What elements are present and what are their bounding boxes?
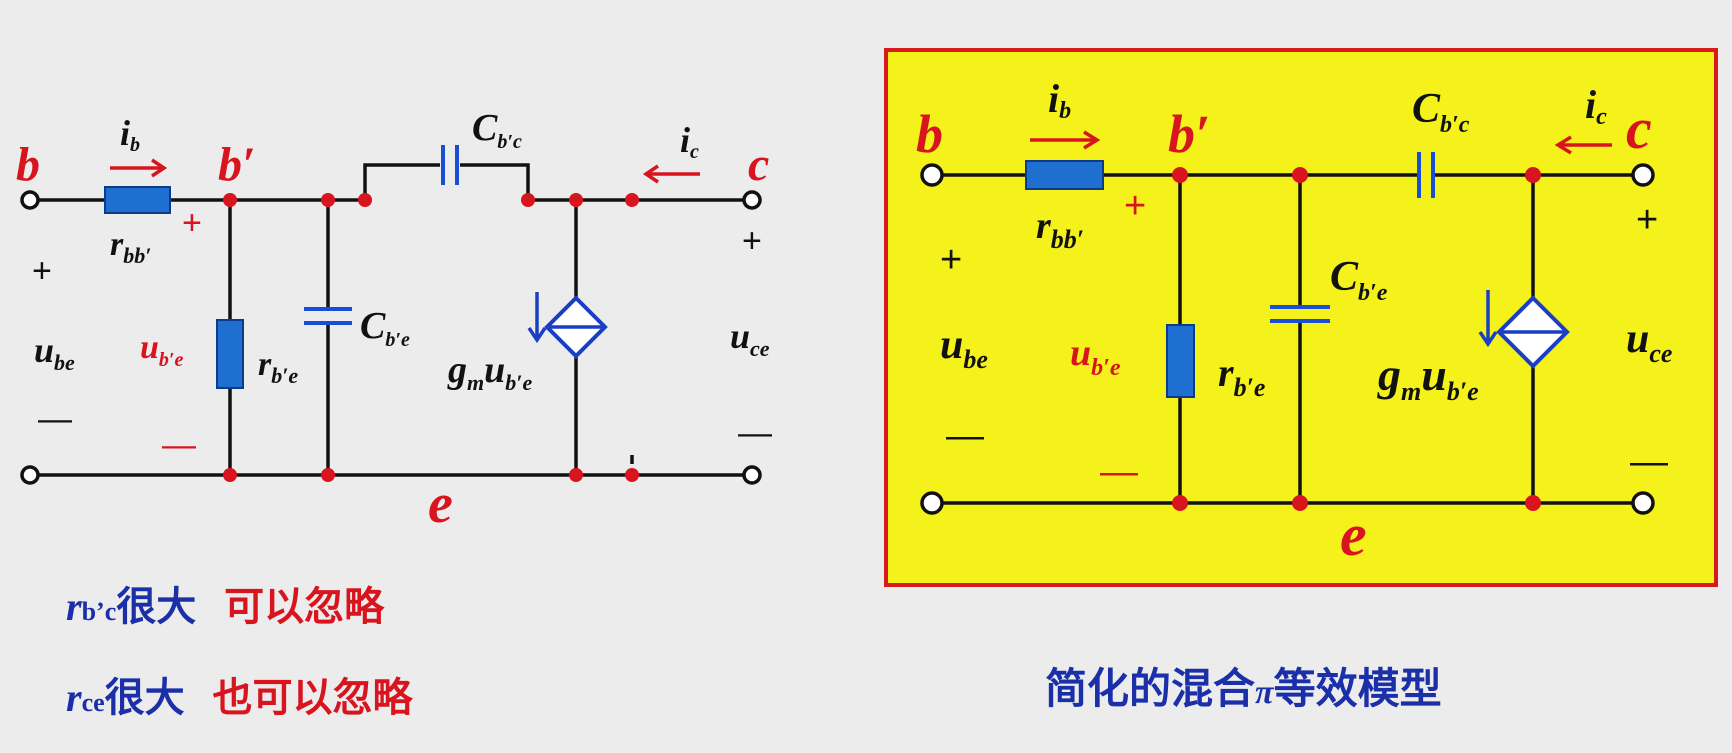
ib-label: ib xyxy=(120,113,140,156)
ube-label-right: ube xyxy=(940,322,988,374)
node-e-label: e xyxy=(428,473,453,535)
dependent-current-source xyxy=(527,292,608,359)
gm-label-right: gmub′e xyxy=(1377,349,1479,406)
rbb-resistor-right xyxy=(1025,160,1104,190)
node-c-label-right: c xyxy=(1626,96,1652,161)
terminal-b xyxy=(20,190,40,210)
cbpc-capacitor xyxy=(441,145,459,185)
rbpe-label-right: rb′e xyxy=(1218,350,1265,402)
ubpe-label: ub′e xyxy=(140,329,184,371)
node-bprime-label: b′ xyxy=(218,138,256,191)
model-caption: 简化的混合π等效模型 xyxy=(1045,664,1442,713)
uce-label-right: uce xyxy=(1626,316,1672,368)
cbpc-capacitor-right xyxy=(1417,150,1435,200)
node-c-label: c xyxy=(748,138,769,191)
terminal-c-right xyxy=(1631,163,1655,187)
uce-label: uce xyxy=(730,316,770,361)
ib-label-right: ib xyxy=(1048,76,1071,124)
rbpe-label: rb′e xyxy=(258,346,298,388)
rbe-resistor xyxy=(216,319,244,389)
note-rce: rce很大 也可以忽略 xyxy=(66,675,413,721)
cbpc-label-right: Cb′c xyxy=(1412,86,1470,138)
dependent-current-source-right xyxy=(1478,290,1570,369)
node-bprime-label-right: b′ xyxy=(1168,104,1210,164)
cbpe-capacitor-right xyxy=(1270,305,1330,323)
cbpe-label: Cb′e xyxy=(360,305,410,351)
ube-label: ube xyxy=(34,330,75,375)
terminal-e-left xyxy=(20,465,40,485)
rbe-resistor-right xyxy=(1166,324,1195,398)
rbb-label: rbb′ xyxy=(110,226,151,268)
cbpc-label: Cb′c xyxy=(472,107,522,153)
terminal-e-right-right xyxy=(1631,491,1655,515)
ubpe-minus-right: — xyxy=(1100,451,1138,493)
left-circuit: b b′ c e ib ic rbb′ rb′e Cb′e Cb′c gmub′… xyxy=(16,107,772,535)
uce-minus: — xyxy=(738,414,772,452)
uce-plus-right: + xyxy=(1636,199,1658,241)
note-rbc: rb’c很大 可以忽略 xyxy=(66,584,385,630)
ubpe-minus: — xyxy=(162,426,196,464)
node-b-label: b xyxy=(16,138,40,191)
terminal-e-left-right xyxy=(920,491,944,515)
ic-label-right: ic xyxy=(1585,82,1607,130)
terminal-e-right xyxy=(742,465,762,485)
terminal-b-right xyxy=(920,163,944,187)
ube-plus-right: + xyxy=(940,239,962,281)
ic-label: ic xyxy=(680,120,699,163)
terminal-c xyxy=(742,190,762,210)
cbpe-label-right: Cb′e xyxy=(1330,254,1388,306)
node-e-label-right: e xyxy=(1340,502,1367,568)
gm-label: gmub′e xyxy=(447,349,532,395)
ubpe-plus: + xyxy=(182,204,202,242)
uce-minus-right: — xyxy=(1630,441,1668,483)
rbb-resistor xyxy=(104,186,171,214)
ubpe-label-right: ub′e xyxy=(1070,332,1121,381)
ubpe-plus-right: + xyxy=(1124,185,1146,227)
ube-plus: + xyxy=(32,252,52,290)
right-circuit: b b′ c e ib ic rbb′ rb′e Cb′e Cb′c gmub′… xyxy=(916,76,1672,568)
ube-minus: — xyxy=(38,400,72,438)
cbpe-capacitor xyxy=(304,307,352,325)
ube-minus-right: — xyxy=(946,415,984,457)
rbb-label-right: rbb′ xyxy=(1036,205,1084,254)
uce-plus: + xyxy=(742,222,762,260)
node-b-label-right: b xyxy=(916,104,943,164)
